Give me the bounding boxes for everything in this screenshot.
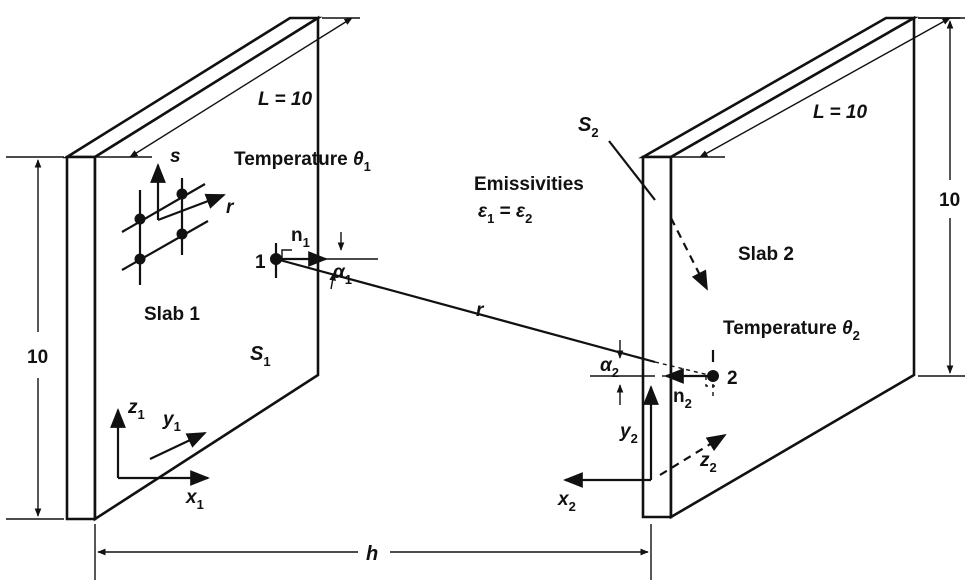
s2-pointer (608, 140, 708, 291)
emissivities-label: Emissivities (474, 174, 584, 195)
length-label-right: L = 10 (813, 102, 867, 123)
slab1-front-edge (65, 155, 97, 521)
gap-label: h (366, 543, 378, 565)
point-1-label: 1 (255, 252, 266, 273)
mesh-grid (121, 163, 226, 285)
height-label-left: 10 (27, 347, 48, 368)
emissivity-equation: ε1 = ε2 (478, 201, 532, 226)
point-2-group (590, 340, 719, 405)
n1-label: n1 (291, 225, 310, 250)
line-r-hidden (654, 361, 714, 377)
y1-label: y1 (162, 409, 181, 434)
z2-label: z2 (699, 450, 717, 475)
coordinate-frame-2 (563, 385, 727, 488)
dimension-L-left (95, 17, 360, 158)
x1-label: x1 (185, 487, 204, 512)
coordinate-frame-1 (110, 408, 210, 486)
slab-1-label: Slab 1 (144, 304, 200, 325)
length-label-left: L = 10 (258, 89, 312, 110)
line-r (275, 257, 656, 364)
dimension-height-right (918, 17, 965, 377)
point-2-label: 2 (727, 368, 738, 389)
s-axis-label: s (170, 146, 181, 167)
dimension-h (94, 524, 652, 580)
temperature-2-label: Temperature θ2 (723, 318, 860, 343)
x2-label: x2 (557, 489, 576, 514)
temperature-1-label: Temperature θ1 (234, 149, 371, 174)
r-line-label: r (476, 300, 485, 321)
r-axis-label: r (226, 197, 235, 218)
height-label-right: 10 (939, 190, 960, 211)
alpha2-label: α2 (600, 355, 619, 380)
slab-2 (638, 15, 919, 520)
surface-1-label: S1 (250, 343, 271, 369)
slab-2-label: Slab 2 (738, 244, 794, 265)
slab2-front-edge (641, 155, 673, 519)
dimension-height-left (6, 156, 64, 520)
z1-label: z1 (127, 397, 145, 422)
n2-label: n2 (673, 386, 692, 411)
y2-label: y2 (619, 421, 638, 446)
surface-2-label: S2 (578, 114, 599, 140)
slab2-face (669, 15, 916, 520)
